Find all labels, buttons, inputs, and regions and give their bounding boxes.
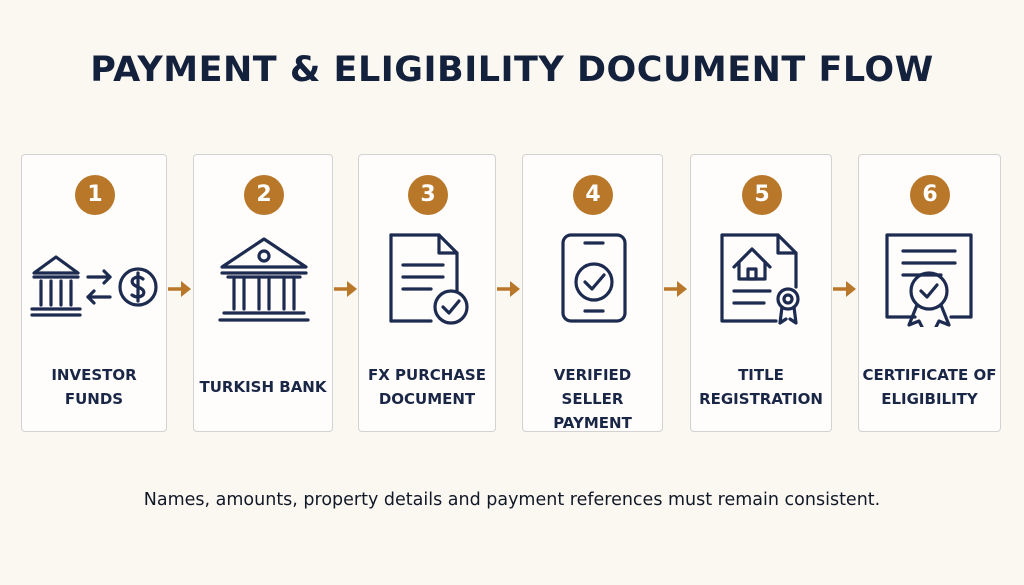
arrow-right-icon bbox=[334, 281, 357, 297]
document-check-icon bbox=[389, 233, 469, 325]
arrow-right-icon bbox=[664, 281, 687, 297]
step-number-badge: 1 bbox=[75, 175, 115, 215]
step-number-badge: 2 bbox=[244, 175, 284, 215]
house-deed-icon bbox=[720, 233, 800, 325]
phone-check-icon bbox=[561, 233, 627, 323]
step-number-badge: 3 bbox=[408, 175, 448, 215]
arrow-right-icon bbox=[168, 281, 191, 297]
step-number-badge: 6 bbox=[910, 175, 950, 215]
arrow-right-icon bbox=[833, 281, 856, 297]
certificate-icon bbox=[885, 233, 973, 327]
step-number-badge: 5 bbox=[742, 175, 782, 215]
step-card-turkish-bank: 2 TURKISH BANK bbox=[193, 154, 333, 432]
page-title: PAYMENT & ELIGIBILITY DOCUMENT FLOW bbox=[90, 50, 934, 90]
bank-exchange-dollar-icon bbox=[30, 255, 158, 317]
step-number-badge: 4 bbox=[573, 175, 613, 215]
step-label: TURKISH BANK bbox=[199, 378, 327, 396]
arrow-right-icon bbox=[497, 281, 520, 297]
bank-icon bbox=[218, 237, 310, 322]
footer-note: Names, amounts, property details and pay… bbox=[143, 490, 881, 510]
